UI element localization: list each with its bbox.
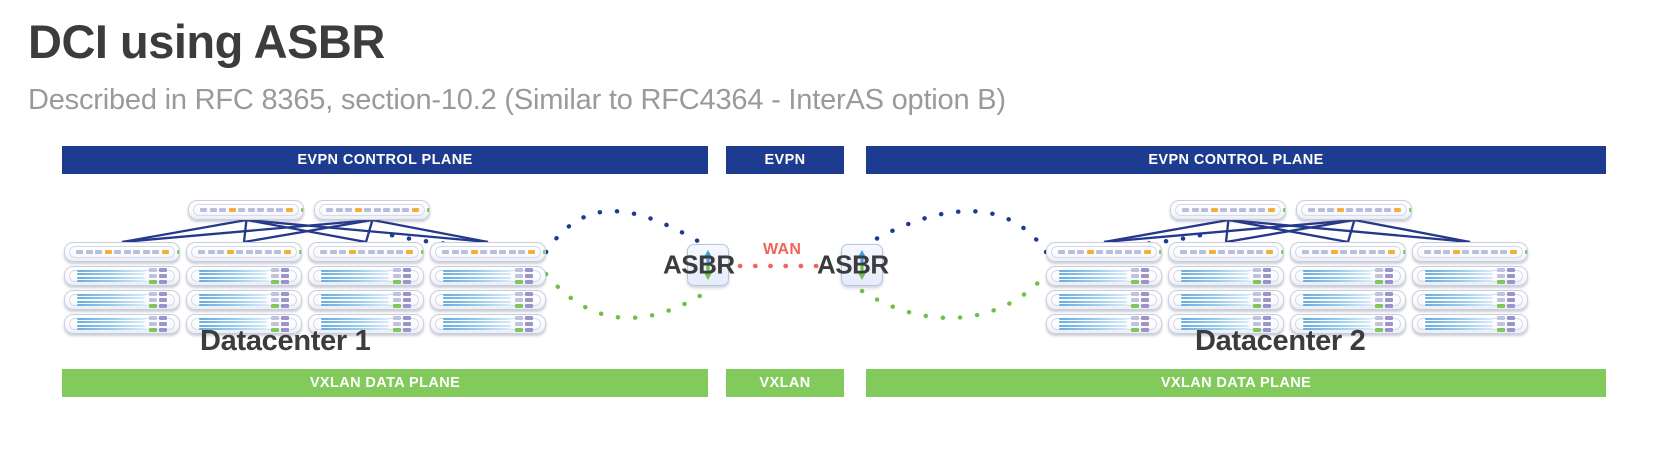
dc1-rack3-server-2[interactable] [308,290,424,310]
dc1-rack1-server-1[interactable] [64,266,180,286]
page-subtitle: Described in RFC 8365, section-10.2 (Sim… [28,84,1006,116]
dc2-rack2-server-3[interactable] [1168,314,1284,334]
dc2-rack3-server-1[interactable] [1290,266,1406,286]
dc1-leaf-switch-3[interactable] [308,242,424,262]
evpn-control-plane-bar-right: EVPN CONTROL PLANE [866,146,1606,174]
arrow-up-blue [703,250,713,265]
dc1-rack2-server-3[interactable] [186,314,302,334]
dc1-rack4-server-2[interactable] [430,290,546,310]
asbr-node-right-label: ASBR [817,249,889,280]
arrow-down-green [703,265,713,280]
dc1-rack2-server-2[interactable] [186,290,302,310]
evpn-control-plane-bar-wan: EVPN [726,146,844,174]
wan-link-label: WAN [763,241,802,258]
dc2-rack2-server-1[interactable] [1168,266,1284,286]
dc2-leaf-switch-2[interactable] [1168,242,1284,262]
dc2-rack4-server-3[interactable] [1412,314,1528,334]
dc2-rack1-server-2[interactable] [1046,290,1162,310]
dc2-rack3-server-3[interactable] [1290,314,1406,334]
dc2-spine-switch-1[interactable] [1170,200,1287,220]
dc2-leaf-switch-3[interactable] [1290,242,1406,262]
dc2-leaf-switch-1[interactable] [1046,242,1162,262]
dc1-rack3-server-1[interactable] [308,266,424,286]
asbr-node-right[interactable] [841,244,883,286]
dc1-leaf-switch-4[interactable] [430,242,546,262]
dc2-leaf-switch-4[interactable] [1412,242,1528,262]
vxlan-data-plane-bar-right: VXLAN DATA PLANE [866,369,1606,397]
datacenter-2-label: Datacenter 2 [1195,325,1366,357]
dc1-leaf-switch-2[interactable] [186,242,302,262]
dc1-rack1-server-3[interactable] [64,314,180,334]
asbr-node-left[interactable] [687,244,729,286]
asbr-node-left-label: ASBR [663,249,735,280]
datacenter-1-label: Datacenter 1 [200,325,371,357]
dc1-rack2-server-1[interactable] [186,266,302,286]
dc2-rack4-server-1[interactable] [1412,266,1528,286]
dc2-rack3-server-2[interactable] [1290,290,1406,310]
dc1-leaf-switch-1[interactable] [64,242,180,262]
dc1-spine-switch-1[interactable] [188,200,305,220]
evpn-control-plane-bar-left: EVPN CONTROL PLANE [62,146,708,174]
dc2-spine-switch-2[interactable] [1296,200,1413,220]
dc1-rack4-server-3[interactable] [430,314,546,334]
dc1-spine-switch-2[interactable] [314,200,431,220]
dc2-rack1-server-1[interactable] [1046,266,1162,286]
vxlan-data-plane-bar-left: VXLAN DATA PLANE [62,369,708,397]
dc1-rack4-server-1[interactable] [430,266,546,286]
vxlan-data-plane-bar-wan: VXLAN [726,369,844,397]
dc2-rack2-server-2[interactable] [1168,290,1284,310]
dc2-rack1-server-3[interactable] [1046,314,1162,334]
page-title: DCI using ASBR [28,15,385,68]
dc1-rack1-server-2[interactable] [64,290,180,310]
dc2-rack4-server-2[interactable] [1412,290,1528,310]
arrow-down-green [857,265,867,280]
dc1-rack3-server-3[interactable] [308,314,424,334]
arrow-up-blue [857,250,867,265]
